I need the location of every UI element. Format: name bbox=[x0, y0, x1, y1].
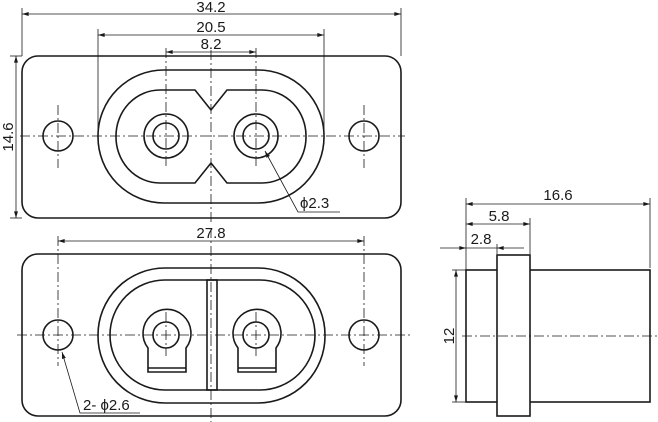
rear-view: 27.8 2- ϕ2.6 bbox=[17, 225, 410, 422]
dim-front-depth: 2.8 bbox=[471, 231, 492, 248]
dim-pin-spacing: 8.2 bbox=[201, 36, 222, 53]
side-view: 16.6 5.8 2.8 12 bbox=[440, 187, 658, 417]
terminal-left bbox=[142, 308, 192, 373]
dim-flange-to-front: 5.8 bbox=[489, 208, 510, 225]
dim-body-height: 12 bbox=[441, 328, 458, 345]
dim-mount-holes: 2- ϕ2.6 bbox=[83, 397, 130, 414]
dim-oval-width: 20.5 bbox=[196, 19, 225, 36]
dim-hole-spacing: 27.8 bbox=[196, 225, 225, 242]
center-divider bbox=[206, 279, 218, 391]
rear-inner-oval bbox=[109, 279, 316, 391]
front-plate bbox=[21, 55, 402, 219]
dim-overall-width: 34.2 bbox=[196, 0, 225, 16]
front-view: 34.2 20.5 8.2 14.6 ϕ2.3 bbox=[0, 0, 405, 222]
terminal-right bbox=[232, 308, 282, 373]
side-flange bbox=[496, 254, 531, 417]
outer-oval bbox=[97, 69, 325, 204]
dim-overall-depth: 16.6 bbox=[543, 187, 572, 204]
figure-eight-opening bbox=[115, 89, 307, 184]
dim-pin-diameter: ϕ2.3 bbox=[300, 195, 329, 212]
dim-plate-height: 14.6 bbox=[0, 122, 17, 151]
rear-outer-oval bbox=[97, 267, 326, 404]
